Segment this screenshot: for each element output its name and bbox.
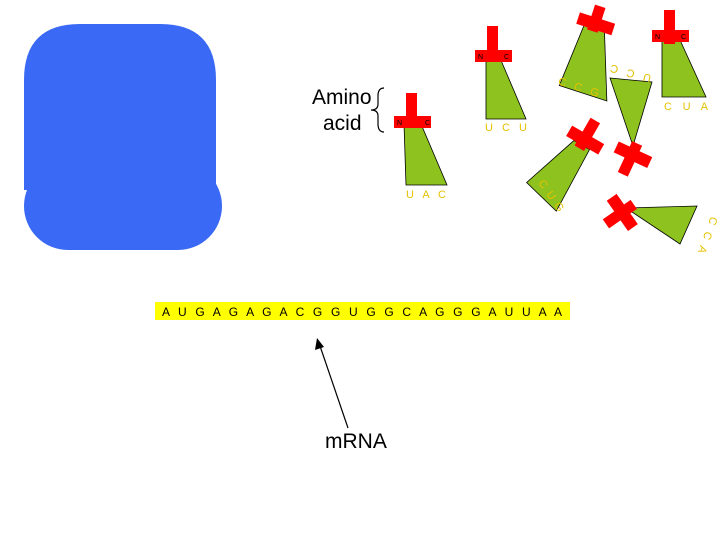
amino-acid-stem [487,26,498,62]
amino-acid-label-line1: Amino [312,86,372,109]
amino-acid-stem [406,93,417,127]
amino-acid-bar [576,12,616,36]
ribosome-large-subunit [24,24,216,190]
arrow-head-icon [315,338,324,350]
mrna-arrow-line [319,345,349,429]
trna-body [485,57,527,120]
amino-acid-bar [652,30,689,42]
anticodon: C U A [664,101,709,113]
mrna-strip [155,302,570,320]
trna-7-anticodon: C C A [695,215,719,255]
amino-acid-bar [613,141,653,169]
ribosome-small-subunit [24,162,222,250]
amino-acid-bar [394,116,431,128]
trna-5 [609,77,653,177]
amino-acid: N C [652,10,689,44]
trna-1: N C U A C [394,93,448,201]
amino-acid-label-line2: acid [323,112,362,135]
ribosome [24,24,222,250]
trna-2: N C U C U [475,26,527,134]
amino-acid [576,4,616,36]
amino-acid [566,117,605,155]
amino-acid [602,193,638,232]
amino-acid [613,141,653,177]
trna-body [609,77,653,148]
trna-body [403,123,448,186]
amino-acid-label: Amino acid [312,86,385,135]
svg-text:N: N [655,34,660,41]
anticodon: U C U [485,122,527,134]
trna-body [624,205,698,245]
trna-6 [526,117,605,212]
mrna-label: mRNA [325,430,387,453]
amino-acid-stem [664,10,675,44]
trna-7 [602,193,698,245]
anticodon: U A C [406,189,446,201]
amino-acid: N C [475,26,512,62]
amino-acid-bar [475,50,512,62]
svg-text:C: C [504,54,509,61]
trna-body [661,39,707,98]
svg-text:N: N [397,120,402,127]
amino-acid-bar [566,125,605,155]
svg-text:N: N [478,54,483,61]
amino-acid-brace [370,87,385,133]
svg-text:C: C [681,34,686,41]
mrna-strand: A U G A G A G A C G G U G G C A G G G A … [155,302,570,320]
amino-acid-bar [606,193,638,232]
amino-acid: N C [394,93,431,128]
mrna-arrow [315,338,349,429]
trna-3 [558,4,616,102]
mrna-sequence: A U G A G A G A C G G U G G C A G G G A … [162,305,562,319]
trna-4: N C C U A [652,10,709,113]
svg-text:C: C [425,120,430,127]
